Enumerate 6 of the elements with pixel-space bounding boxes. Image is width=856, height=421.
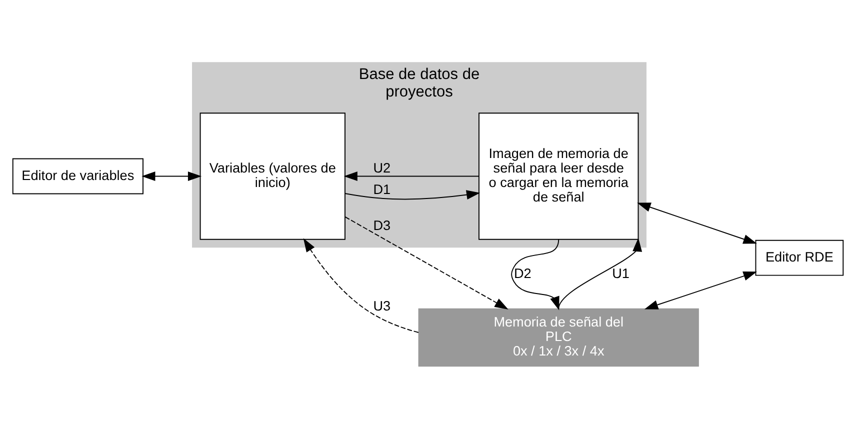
edge-label: U2 — [373, 160, 391, 176]
edge-label: U1 — [612, 266, 630, 281]
edge-label: U3 — [373, 298, 391, 314]
edge-label: D3 — [373, 218, 391, 233]
edge-label: D2 — [514, 266, 532, 281]
edge-label: D1 — [373, 182, 391, 197]
